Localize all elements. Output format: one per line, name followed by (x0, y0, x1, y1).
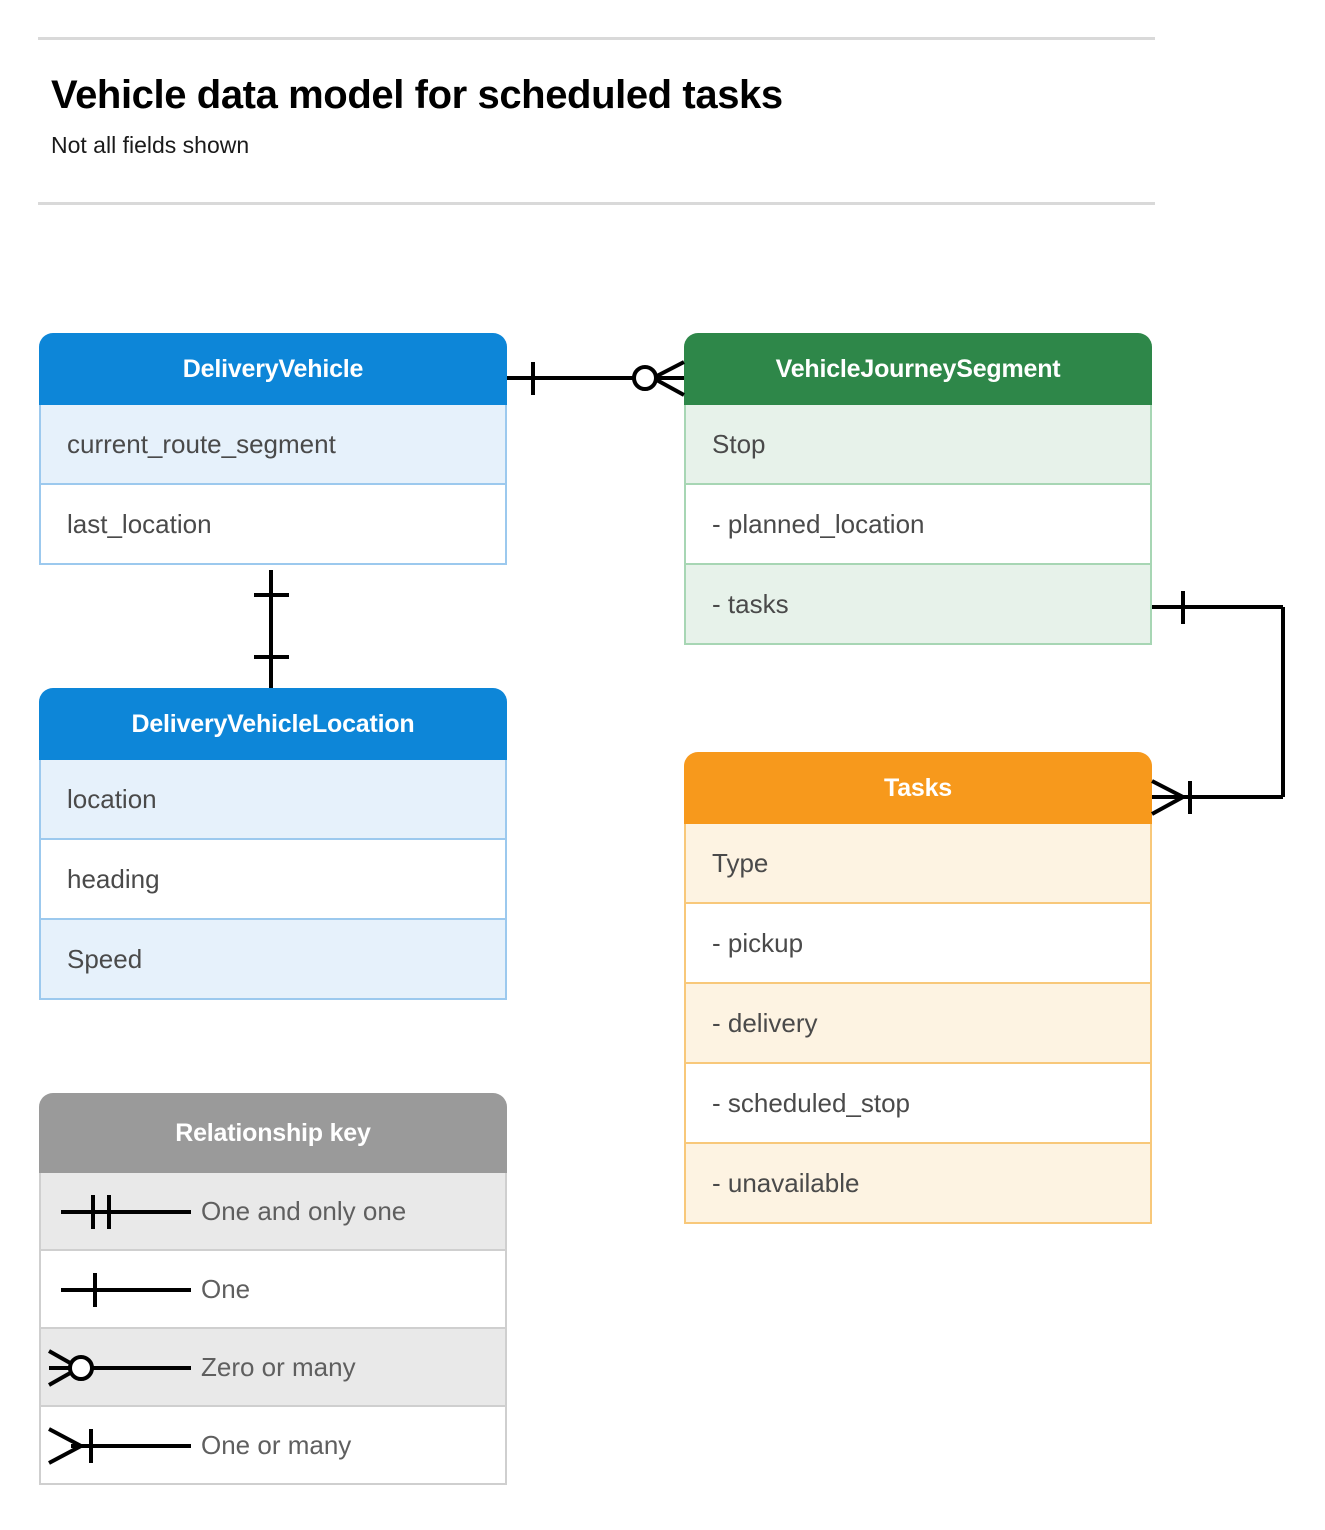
entity-field-last-location: last_location (39, 485, 507, 565)
entity-field-location: location (39, 760, 507, 840)
entity-delivery-vehicle-location[interactable]: DeliveryVehicleLocation location heading… (39, 688, 507, 1000)
connector-vehicle-to-journey-segment (507, 360, 685, 397)
entity-field-scheduled-stop: - scheduled_stop (684, 1064, 1152, 1144)
entity-delivery-vehicle[interactable]: DeliveryVehicle current_route_segment la… (39, 333, 507, 565)
legend-item-one: One (39, 1251, 507, 1329)
legend-item-one-or-many: One or many (39, 1407, 507, 1485)
entity-field-pickup: - pickup (684, 904, 1152, 984)
entity-field-heading: heading (39, 840, 507, 920)
legend-label: One (201, 1273, 251, 1304)
entity-vehicle-journey-segment[interactable]: VehicleJourneySegment Stop - planned_loc… (684, 333, 1152, 645)
header-divider-top (38, 37, 1155, 40)
entity-header-vehicle-journey-segment: VehicleJourneySegment (684, 333, 1152, 405)
one-and-only-one-icon (41, 1173, 201, 1249)
connector-journey-segment-tasks-to-tasks (1151, 591, 1285, 816)
entity-field-delivery: - delivery (684, 984, 1152, 1064)
entity-tasks[interactable]: Tasks Type - pickup - delivery - schedul… (684, 752, 1152, 1224)
entity-field-unavailable: - unavailable (684, 1144, 1152, 1224)
entity-field-stop: Stop (684, 405, 1152, 485)
legend-label: One or many (201, 1429, 352, 1460)
entity-header-tasks: Tasks (684, 752, 1152, 824)
one-or-many-icon (41, 1407, 201, 1483)
legend-header: Relationship key (39, 1093, 507, 1173)
relationship-key-legend[interactable]: Relationship key One and only one One (39, 1093, 507, 1485)
entity-header-delivery-vehicle: DeliveryVehicle (39, 333, 507, 405)
page-subtitle: Not all fields shown (51, 132, 250, 158)
zero-or-many-icon (41, 1329, 201, 1405)
entity-field-speed: Speed (39, 920, 507, 1000)
entity-field-tasks: - tasks (684, 565, 1152, 645)
header-divider-bottom (38, 202, 1155, 205)
legend-label: One and only one (201, 1195, 407, 1226)
legend-item-one-and-only-one: One and only one (39, 1173, 507, 1251)
entity-field-type: Type (684, 824, 1152, 904)
entity-field-planned-location: - planned_location (684, 485, 1152, 565)
entity-header-delivery-vehicle-location: DeliveryVehicleLocation (39, 688, 507, 760)
legend-item-zero-or-many: Zero or many (39, 1329, 507, 1407)
one-icon (41, 1251, 201, 1327)
page-title: Vehicle data model for scheduled tasks (51, 73, 783, 117)
legend-label: Zero or many (201, 1351, 356, 1382)
entity-field-current-route-segment: current_route_segment (39, 405, 507, 485)
connector-vehicle-to-vehicle-location (254, 570, 289, 688)
